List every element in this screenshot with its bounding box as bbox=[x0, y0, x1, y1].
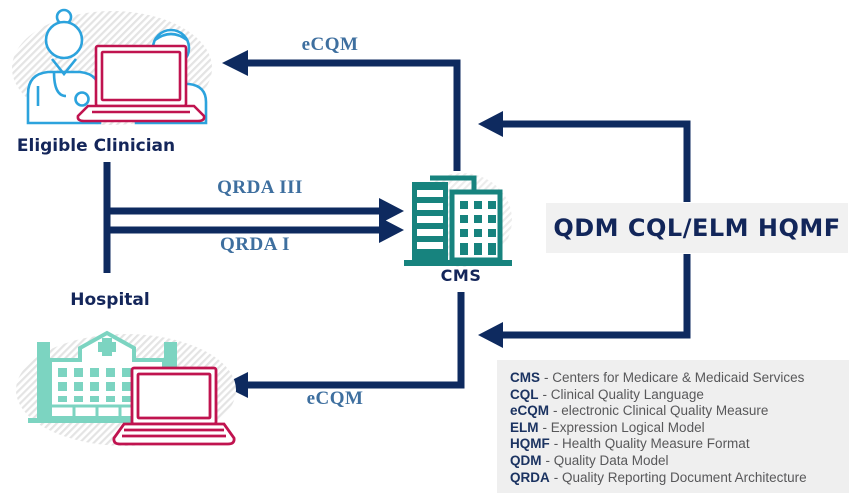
legend-item: QRDA- Quality Reporting Document Archite… bbox=[510, 470, 849, 487]
ecqm-top-label: eCQM bbox=[301, 34, 359, 55]
eligible-clinician-illustration bbox=[12, 8, 212, 125]
legend-term: HQMF bbox=[510, 436, 550, 452]
legend-item: CQL- Clinical Quality Language bbox=[510, 387, 849, 404]
hospital-label: Hospital bbox=[70, 290, 150, 310]
legend-term: ELM bbox=[510, 419, 539, 435]
legend-definition: - Centers for Medicare & Medicaid Servic… bbox=[544, 370, 805, 385]
arrow-ecqm-bottom bbox=[247, 292, 465, 389]
legend-term: eCQM bbox=[510, 403, 550, 419]
standards-box: QDM CQL/ELM HQMF bbox=[546, 203, 848, 253]
legend-item: QDM- Quality Data Model bbox=[510, 453, 849, 470]
legend-item: ELM- Expression Logical Model bbox=[510, 420, 849, 437]
legend-item: HQMF- Health Quality Measure Format bbox=[510, 436, 849, 453]
arrow-ecqm-top bbox=[247, 59, 461, 171]
legend-box: CMS - Centers for Medicare & Medicaid Ser… bbox=[497, 360, 849, 493]
arrow-standards-top bbox=[501, 120, 691, 202]
legend-definition: - Clinical Quality Language bbox=[542, 386, 704, 402]
arrowhead-standards-top bbox=[478, 111, 503, 137]
laptop-icon bbox=[76, 44, 206, 123]
legend-definition: - Quality Data Model bbox=[545, 452, 669, 468]
arrow-standards-bottom bbox=[501, 254, 691, 339]
legend-term: QRDA bbox=[510, 469, 550, 485]
legend-definition: - electronic Clinical Quality Measure bbox=[553, 403, 769, 419]
arrowhead-standards-bottom bbox=[478, 322, 503, 348]
legend-term: CQL bbox=[510, 386, 539, 402]
legend-definition: - Quality Reporting Document Architectur… bbox=[553, 469, 807, 485]
arrowhead-qrda-iii bbox=[379, 198, 404, 224]
legend-definition: - Expression Logical Model bbox=[542, 419, 705, 435]
qrda-i-label: QRDA I bbox=[219, 234, 291, 255]
standards-box-label: QDM CQL/ELM HQMF bbox=[553, 214, 841, 242]
qrda-iii-label: QRDA III bbox=[217, 177, 303, 198]
legend-term: CMS bbox=[510, 370, 540, 385]
legend-term: QDM bbox=[510, 452, 542, 468]
legend-item: eCQM- electronic Clinical Quality Measur… bbox=[510, 403, 849, 420]
ecqm-bottom-label: eCQM bbox=[306, 388, 364, 409]
arrowhead-ecqm-top bbox=[222, 50, 248, 76]
cms-building-icon bbox=[404, 173, 512, 267]
arrowhead-qrda-i bbox=[379, 217, 404, 243]
cms-label: CMS bbox=[440, 266, 482, 285]
hospital-illustration bbox=[16, 330, 236, 446]
legend-item: CMS - Centers for Medicare & Medicaid Ser… bbox=[510, 370, 849, 387]
eligible-clinician-label: Eligible Clinician bbox=[16, 136, 176, 156]
laptop-icon bbox=[112, 366, 236, 446]
legend-definition: - Health Quality Measure Format bbox=[553, 436, 750, 452]
